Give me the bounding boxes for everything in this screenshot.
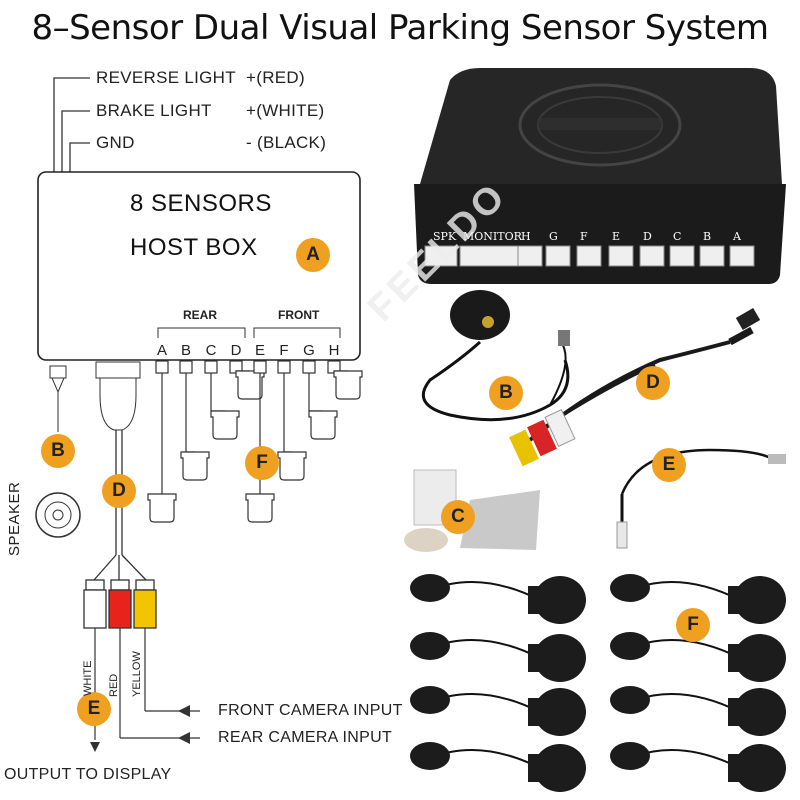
sensor-photo-1-3	[610, 742, 786, 792]
wire-reverse-label: REVERSE LIGHT	[96, 68, 236, 87]
port-label-g: G	[549, 230, 558, 243]
port-connector-g	[545, 245, 571, 267]
port-connector-e	[608, 245, 634, 267]
port-connector-b	[699, 245, 725, 267]
badge-a: A	[296, 238, 330, 272]
channel-label-a: A	[156, 342, 167, 359]
sensor-wire-g	[308, 373, 323, 412]
speaker-label: SPEAKER	[6, 481, 23, 556]
output-to-display-label: OUTPUT TO DISPLAY	[4, 766, 172, 783]
wire-brake-label: BRAKE LIGHT	[96, 101, 212, 120]
badge-product-speaker: B	[489, 376, 523, 410]
sensor-c	[210, 410, 240, 440]
sensor-photo-0-1	[410, 632, 586, 682]
sensor-port-b	[179, 360, 193, 374]
badge-product-accessory: C	[441, 500, 475, 534]
rca-white-label: WHITE	[82, 660, 94, 696]
port-connector-h	[517, 245, 543, 267]
host-box-line2: HOST BOX	[130, 234, 258, 261]
sensor-photo-0-0	[410, 574, 586, 624]
port-label-spk: SPK	[433, 230, 457, 243]
sensor-photo-1-0	[610, 574, 786, 624]
channel-label-d: D	[230, 342, 242, 359]
channel-label-e: E	[254, 342, 265, 359]
wire-reverse-spec: +(RED)	[246, 68, 305, 87]
sensor-port-g	[302, 360, 316, 374]
sensor-b	[180, 451, 210, 481]
badge-speaker: B	[41, 434, 75, 468]
port-connector-d	[639, 245, 665, 267]
rca-yellow-label: YELLOW	[131, 651, 143, 697]
host-box-line1: 8 SENSORS	[130, 190, 272, 217]
port-connector-f	[576, 245, 602, 267]
sensor-photo-0-3	[410, 742, 586, 792]
channel-label-f: F	[279, 342, 289, 359]
port-label-monitor: MONITOR	[463, 230, 522, 243]
port-label-a: A	[733, 230, 741, 243]
port-label-b: B	[703, 230, 712, 243]
port-label-d: D	[643, 230, 652, 243]
channel-label-g: G	[303, 342, 315, 359]
sensor-photo-1-2	[610, 686, 786, 736]
badge-sensors: F	[245, 446, 279, 480]
sensor-wire-f	[283, 373, 292, 453]
sensor-wire-b	[185, 373, 195, 453]
port-label-c: C	[673, 230, 682, 243]
rear-group-label: REAR	[183, 308, 218, 322]
badge-output: E	[77, 692, 111, 726]
wire-gnd-spec: - (BLACK)	[246, 133, 327, 152]
sensor-port-c	[204, 360, 218, 374]
sensor-h	[333, 370, 363, 400]
port-label-h: H	[521, 230, 531, 243]
badge-product-sensors: F	[676, 608, 710, 642]
page-title: 8–Sensor Dual Visual Parking Sensor Syst…	[31, 8, 769, 48]
badge-video-cable: D	[102, 474, 136, 508]
sensor-photo-0-2	[410, 686, 586, 736]
channel-label-h: H	[328, 342, 340, 359]
sensor-photo-1-1	[610, 632, 786, 682]
front-camera-input-label: FRONT CAMERA INPUT	[218, 702, 403, 719]
port-connector-c	[669, 245, 695, 267]
sensor-g	[308, 410, 338, 440]
sensor-d	[235, 370, 265, 400]
product-illustration	[404, 68, 786, 792]
sensor-e	[245, 493, 275, 523]
port-label-f: F	[580, 230, 588, 243]
wire-gnd-label: GND	[96, 133, 135, 152]
sensor-port-a	[155, 360, 169, 374]
channel-label-c: C	[205, 342, 217, 359]
port-label-e: E	[612, 230, 621, 243]
badge-product-output-cable: E	[652, 448, 686, 482]
channel-label-b: B	[180, 342, 191, 359]
front-group-label: FRONT	[278, 308, 320, 322]
sensor-f	[277, 451, 307, 481]
sensor-a	[147, 493, 177, 523]
host-box-outline	[37, 171, 361, 361]
rear-camera-input-label: REAR CAMERA INPUT	[218, 729, 393, 746]
sensor-port-f	[277, 360, 291, 374]
sensor-port-e	[253, 360, 267, 374]
wire-brake-spec: +(WHITE)	[246, 101, 325, 120]
sensor-wire-c	[210, 373, 225, 412]
port-connector-spk	[424, 245, 458, 267]
badge-product-video-cable: D	[636, 366, 670, 400]
rca-red-label: RED	[108, 673, 120, 697]
port-connector-a	[729, 245, 755, 267]
